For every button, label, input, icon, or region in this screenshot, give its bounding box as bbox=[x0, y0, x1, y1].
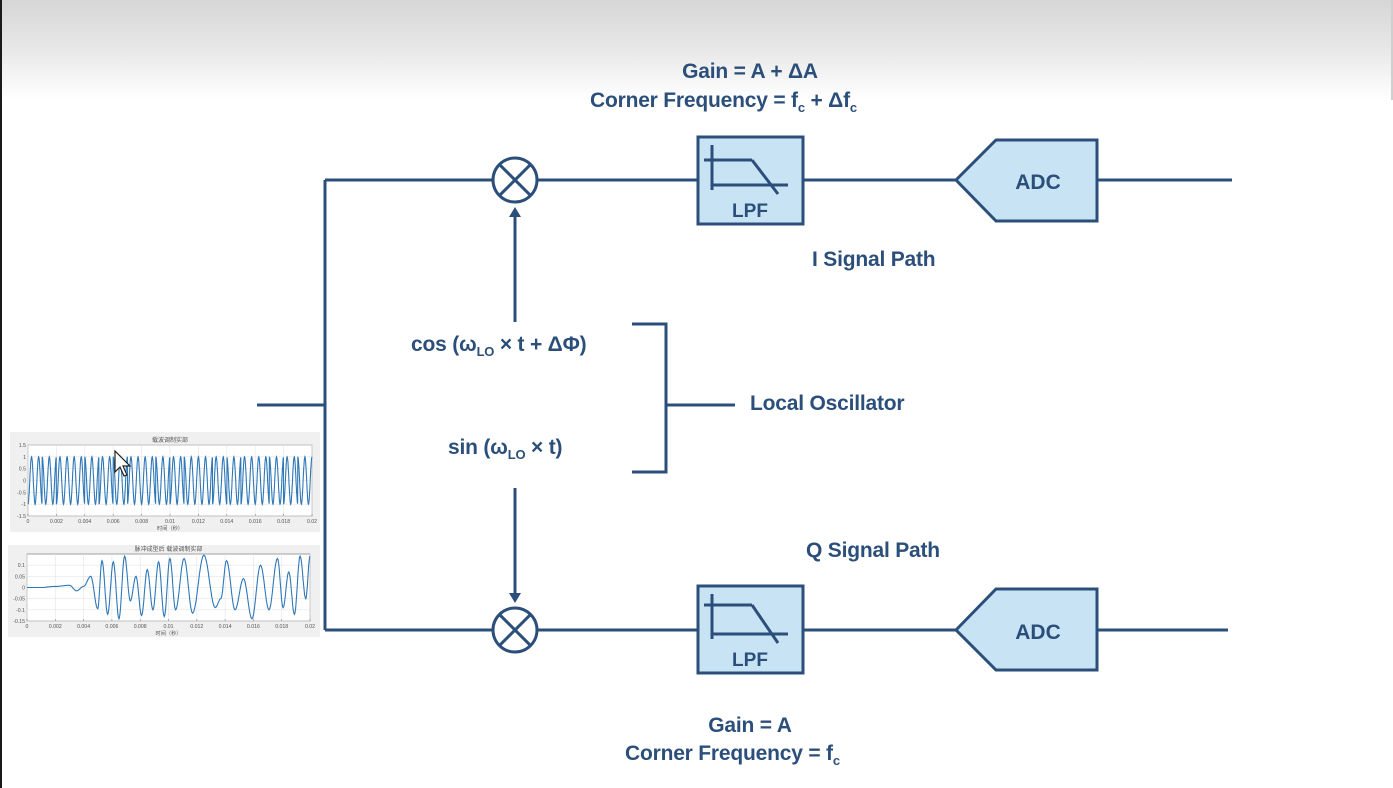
x-tick-label: 0.004 bbox=[77, 624, 90, 630]
x-axis-label: 时间（秒） bbox=[157, 524, 183, 532]
y-tick-label: 0.05 bbox=[15, 574, 25, 580]
plot-title: 脉冲成型后 载波调制实部 bbox=[135, 545, 203, 553]
x-tick-label: 0.008 bbox=[135, 519, 148, 525]
series-line bbox=[27, 554, 311, 621]
q-signal-path-label: Q Signal Path bbox=[806, 539, 940, 562]
q-adc-block: ADC bbox=[953, 587, 1099, 672]
plot-title: 载波调制实部 bbox=[152, 436, 188, 444]
corner-text: Corner Frequency = f bbox=[590, 89, 798, 112]
shaped-carrier-plot-panel: 脉冲成型后 载波调制实部 0 0.002 0.004 0.006 0.008 0.01 0.0… bbox=[8, 545, 320, 637]
q-mixer bbox=[491, 606, 539, 654]
x-tick-label: 0.02 bbox=[307, 519, 317, 525]
x-tick-label: 0.006 bbox=[105, 624, 118, 630]
corner-subscript: c bbox=[832, 753, 840, 768]
y-tick-label: -0.15 bbox=[13, 619, 25, 625]
adc-label: ADC bbox=[1015, 621, 1061, 644]
series-line bbox=[27, 455, 313, 506]
i-adc-block: ADC bbox=[953, 138, 1099, 223]
cos-suffix: × t + ΔΦ) bbox=[494, 333, 587, 356]
right-window-edge bbox=[1391, 0, 1393, 100]
x-tick-label: 0.01 bbox=[165, 519, 175, 525]
x-tick-label: 0.006 bbox=[107, 519, 120, 525]
i-mixer bbox=[491, 156, 539, 204]
i-corner-frequency-label: Corner Frequency = fc + Δfc bbox=[590, 89, 857, 115]
lpf-label: LPF bbox=[732, 650, 768, 671]
lo-subscript: LO bbox=[507, 447, 526, 462]
x-tick-label: 0.002 bbox=[49, 624, 62, 630]
x-tick-label: 0.012 bbox=[192, 519, 205, 525]
carrier-plot: 载波调制实部 0 0.002 0.004 0.006 0.008 0.01 0.012 0.01… bbox=[17, 436, 317, 532]
i-signal-path-label: I Signal Path bbox=[812, 248, 936, 271]
corner-delta-text: + Δf bbox=[804, 89, 850, 112]
corner-text: Corner Frequency = f bbox=[625, 742, 833, 765]
x-tick-label: 0.02 bbox=[305, 624, 315, 630]
mouse-cursor-icon bbox=[114, 450, 132, 477]
x-tick-label: 0.008 bbox=[134, 624, 147, 630]
x-tick-label: 0.018 bbox=[275, 624, 288, 630]
y-tick-label: -1 bbox=[21, 502, 26, 508]
x-tick-label: 0.012 bbox=[190, 624, 203, 630]
adc-label: ADC bbox=[1015, 171, 1061, 194]
corner-subscript: c bbox=[797, 100, 805, 115]
x-tick-label: 0.018 bbox=[277, 519, 290, 525]
top-gradient-band bbox=[0, 0, 1393, 100]
y-tick-label: 0 bbox=[23, 479, 26, 485]
y-tick-label: -0.1 bbox=[16, 608, 25, 614]
x-tick-label: 0.014 bbox=[220, 519, 233, 525]
i-gain-label: Gain = A + ΔA bbox=[682, 60, 818, 83]
lo-bracket bbox=[632, 322, 668, 474]
y-tick-label: 0.5 bbox=[19, 467, 26, 473]
shaped-carrier-plot: 脉冲成型后 载波调制实部 0 0.002 0.004 0.006 0.008 0.01 0.0… bbox=[13, 545, 315, 637]
q-corner-frequency-label: Corner Frequency = fc bbox=[625, 742, 840, 768]
y-tick-label: 0.1 bbox=[18, 563, 25, 569]
lo-subscript: LO bbox=[476, 344, 495, 359]
x-tick-label: 0.016 bbox=[249, 519, 262, 525]
x-tick-label: 0.002 bbox=[50, 519, 63, 525]
carrier-plot-panel: 载波调制实部 0 0.002 0.004 0.006 0.008 0.01 0.012 0.01… bbox=[10, 432, 320, 532]
x-axis-label: 时间（秒） bbox=[156, 629, 182, 637]
local-oscillator-label: Local Oscillator bbox=[750, 392, 905, 415]
y-tick-label: -1.5 bbox=[17, 514, 26, 520]
x-tick-label: 0.01 bbox=[163, 624, 173, 630]
lowpass-response-icon bbox=[704, 145, 788, 195]
y-tick-label: -0.5 bbox=[17, 490, 26, 496]
cos-lo-signal-label: cos (ωLO × t + ΔΦ) bbox=[411, 333, 587, 359]
x-tick-label: 0.004 bbox=[78, 519, 91, 525]
q-gain-label: Gain = A bbox=[708, 714, 792, 737]
cos-prefix: cos (ω bbox=[411, 333, 477, 356]
left-window-edge bbox=[0, 0, 2, 788]
x-tick-label: 0.016 bbox=[247, 624, 260, 630]
y-tick-label: 1 bbox=[23, 455, 26, 461]
y-tick-label: 1.5 bbox=[19, 443, 26, 449]
x-tick-label: 0 bbox=[26, 624, 29, 630]
lpf-label: LPF bbox=[732, 201, 768, 222]
x-tick-label: 0.014 bbox=[219, 624, 232, 630]
lowpass-response-icon bbox=[704, 594, 788, 644]
x-tick-label: 0 bbox=[27, 519, 30, 525]
y-tick-label: -0.05 bbox=[13, 597, 25, 603]
sin-lo-signal-label: sin (ωLO × t) bbox=[448, 436, 562, 462]
q-lpf-block: LPF bbox=[696, 584, 805, 675]
sin-suffix: × t) bbox=[525, 436, 563, 459]
y-tick-label: 0 bbox=[22, 586, 25, 592]
corner-subscript: c bbox=[849, 100, 857, 115]
sin-prefix: sin (ω bbox=[448, 436, 508, 459]
i-lpf-block: LPF bbox=[696, 135, 805, 226]
